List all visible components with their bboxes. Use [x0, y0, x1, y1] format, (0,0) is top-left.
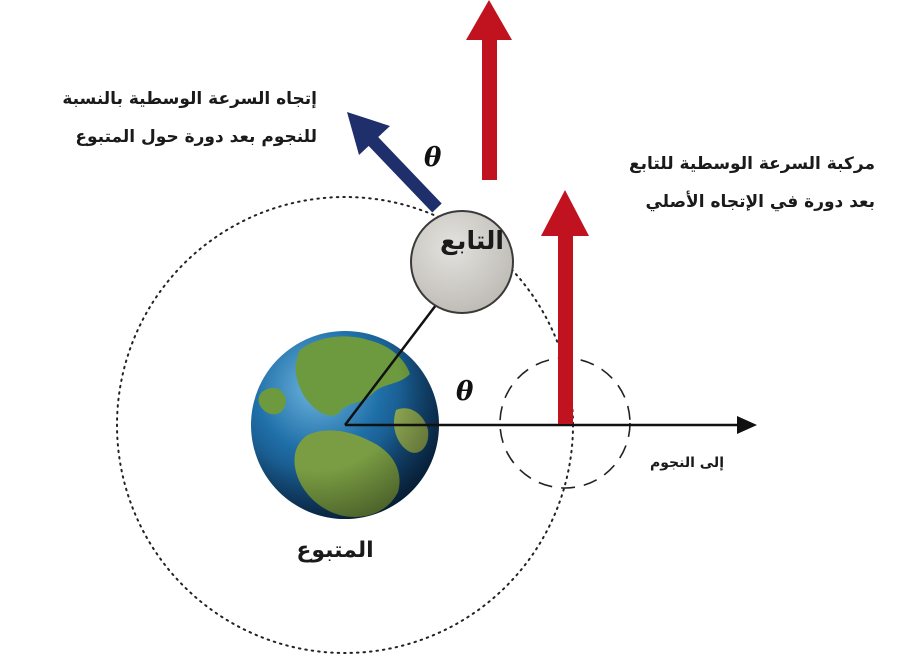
- velocity-component-arrow: [541, 190, 589, 424]
- relative-direction-line2: للنجوم بعد دورة حول المتبوع: [75, 127, 317, 147]
- radius-line: [344, 304, 437, 426]
- velocity-component-line2: بعد دورة في الإتجاه الأصلي: [645, 192, 875, 212]
- to-stars-label: إلى النجوم: [650, 455, 724, 471]
- velocity-arrow-top: [466, 0, 512, 180]
- relative-velocity-arrow: [347, 112, 442, 213]
- relative-direction-label: إتجاه السرعة الوسطية بالنسبة للنجوم بعد …: [62, 80, 317, 156]
- velocity-component-line1: مركبة السرعة الوسطية للتابع: [628, 154, 875, 174]
- angle-symbol-center: θ: [456, 377, 474, 407]
- satellite-body: [410, 210, 514, 314]
- velocity-component-label: مركبة السرعة الوسطية للتابع بعد دورة في …: [629, 145, 875, 221]
- relative-direction-line1: إتجاه السرعة الوسطية بالنسبة: [62, 89, 317, 109]
- angle-symbol-top: θ: [424, 143, 442, 173]
- reference-arrowhead: [737, 416, 757, 434]
- primary-label: المتبوع: [296, 538, 374, 563]
- satellite-label: التابع: [439, 226, 504, 255]
